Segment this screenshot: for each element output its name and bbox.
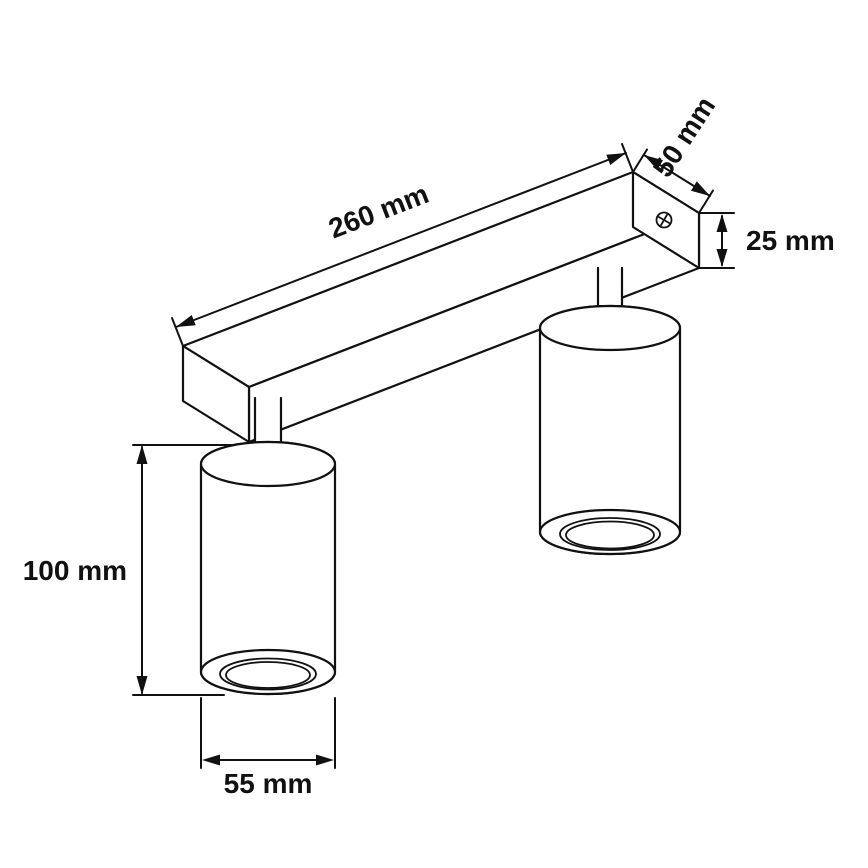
spotlight-right [538,266,682,556]
dimension-spot-height: 100 mm [23,444,232,696]
spotlight-left-bezel-outer [219,657,317,691]
arrowhead [176,315,196,327]
mounting-bar [181,170,701,444]
arrowhead [202,754,220,766]
screw-icon [655,211,673,229]
dimension-label-spot-height: 100 mm [23,555,127,586]
extension-line [171,317,184,347]
extension-line [698,189,714,214]
arrowhead [644,155,663,170]
spotlight-right-bezel-outer [559,517,661,551]
dimension-label-spot-diameter: 55 mm [224,768,313,799]
dimension-bar-height: 25 mm [698,212,835,269]
dimension-spot-diameter: 55 mm [200,697,336,799]
spotlight-right-top-rim [538,304,682,352]
arrowhead [606,153,626,165]
dimension-line [175,152,627,328]
spotlight-left [199,396,337,696]
arrowhead [316,754,334,766]
extension-line [632,148,648,173]
spotlight-left-top-rim [199,440,337,488]
arrowhead [691,181,710,196]
spotlight-left-bezel-inner [225,661,311,689]
arrowhead [716,249,728,267]
dimension-label-bar-height: 25 mm [746,225,835,256]
extension-line [621,143,634,173]
spotlight-right-bezel-inner [565,520,655,550]
arrowhead [136,445,148,464]
arrowhead [136,676,148,695]
arrowhead [716,214,728,232]
dimension-label-depth: 50 mm [647,91,721,182]
